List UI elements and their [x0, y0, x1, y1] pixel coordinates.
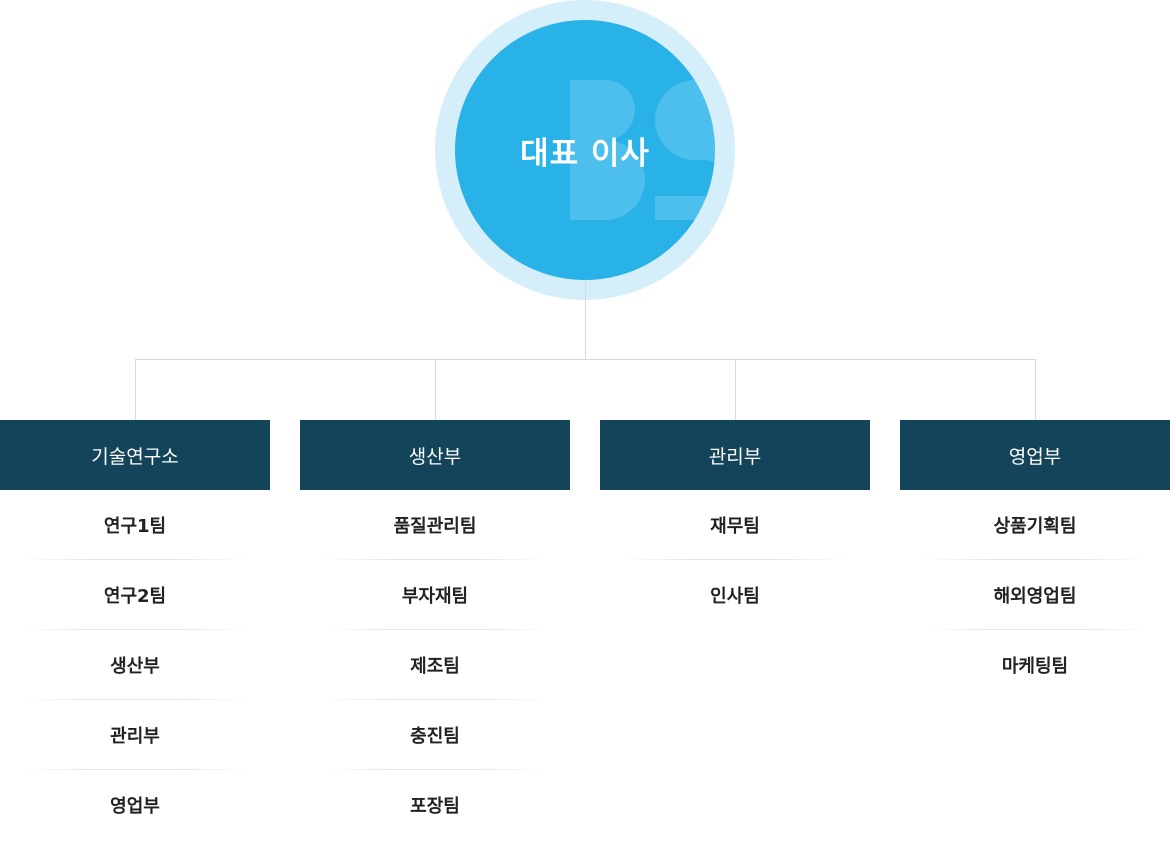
connector-drop-3: [735, 359, 736, 420]
team-divider: [22, 699, 248, 700]
team-label: 해외영업팀: [993, 586, 1077, 607]
team-item: 상품기획팀: [900, 490, 1170, 560]
team-item: 생산부: [0, 630, 270, 700]
connector-drop-2: [435, 359, 436, 420]
team-label: 품질관리팀: [393, 516, 477, 537]
team-item: 부자재팀: [300, 560, 570, 630]
team-item: 마케팅팀: [900, 630, 1170, 700]
department-header: 기술연구소: [0, 420, 270, 490]
team-divider: [322, 559, 548, 560]
department-header: 영업부: [900, 420, 1170, 490]
team-label: 제조팀: [410, 656, 460, 677]
team-list: 연구1팀 연구2팀 생산부 관리부 영업부: [0, 490, 270, 840]
team-label: 연구2팀: [103, 586, 167, 607]
team-divider: [22, 559, 248, 560]
team-divider: [622, 559, 848, 560]
team-divider: [322, 629, 548, 630]
team-divider: [22, 629, 248, 630]
department-column: 관리부 재무팀 인사팀: [600, 420, 870, 630]
team-item: 관리부: [0, 700, 270, 770]
team-label: 마케팅팀: [1001, 656, 1069, 677]
team-label: 생산부: [110, 656, 160, 677]
team-item: 인사팀: [600, 560, 870, 630]
team-divider: [922, 629, 1148, 630]
connector-drop-4: [1035, 359, 1036, 420]
team-label: 재무팀: [710, 516, 760, 537]
team-item: 연구1팀: [0, 490, 270, 560]
team-divider: [922, 559, 1148, 560]
department-header: 생산부: [300, 420, 570, 490]
team-item: 영업부: [0, 770, 270, 840]
ceo-title: 대표 이사: [520, 135, 650, 172]
team-label: 부자재팀: [401, 586, 469, 607]
team-label: 관리부: [110, 726, 160, 747]
connector-horizontal: [135, 359, 1036, 360]
team-item: 품질관리팀: [300, 490, 570, 560]
team-item: 충진팀: [300, 700, 570, 770]
connector-ceo-vertical: [585, 280, 586, 360]
team-label: 포장팀: [410, 796, 460, 817]
team-item: 제조팀: [300, 630, 570, 700]
department-column: 기술연구소 연구1팀 연구2팀 생산부 관리부 영업부: [0, 420, 270, 840]
team-label: 충진팀: [410, 726, 460, 747]
team-label: 연구1팀: [103, 516, 167, 537]
department-header: 관리부: [600, 420, 870, 490]
team-list: 재무팀 인사팀: [600, 490, 870, 630]
team-divider: [322, 699, 548, 700]
team-label: 영업부: [110, 796, 160, 817]
team-item: 재무팀: [600, 490, 870, 560]
connector-drop-1: [135, 359, 136, 420]
team-list: 상품기획팀 해외영업팀 마케팅팀: [900, 490, 1170, 700]
team-label: 상품기획팀: [993, 516, 1077, 537]
team-divider: [22, 769, 248, 770]
ceo-node: 대표 이사: [455, 20, 715, 280]
team-list: 품질관리팀 부자재팀 제조팀 충진팀 포장팀: [300, 490, 570, 840]
department-column: 영업부 상품기획팀 해외영업팀 마케팅팀: [900, 420, 1170, 700]
bs-logo-watermark: [570, 80, 715, 220]
team-divider: [322, 769, 548, 770]
team-item: 해외영업팀: [900, 560, 1170, 630]
department-column: 생산부 품질관리팀 부자재팀 제조팀 충진팀 포장팀: [300, 420, 570, 840]
team-label: 인사팀: [710, 586, 760, 607]
team-item: 포장팀: [300, 770, 570, 840]
team-item: 연구2팀: [0, 560, 270, 630]
